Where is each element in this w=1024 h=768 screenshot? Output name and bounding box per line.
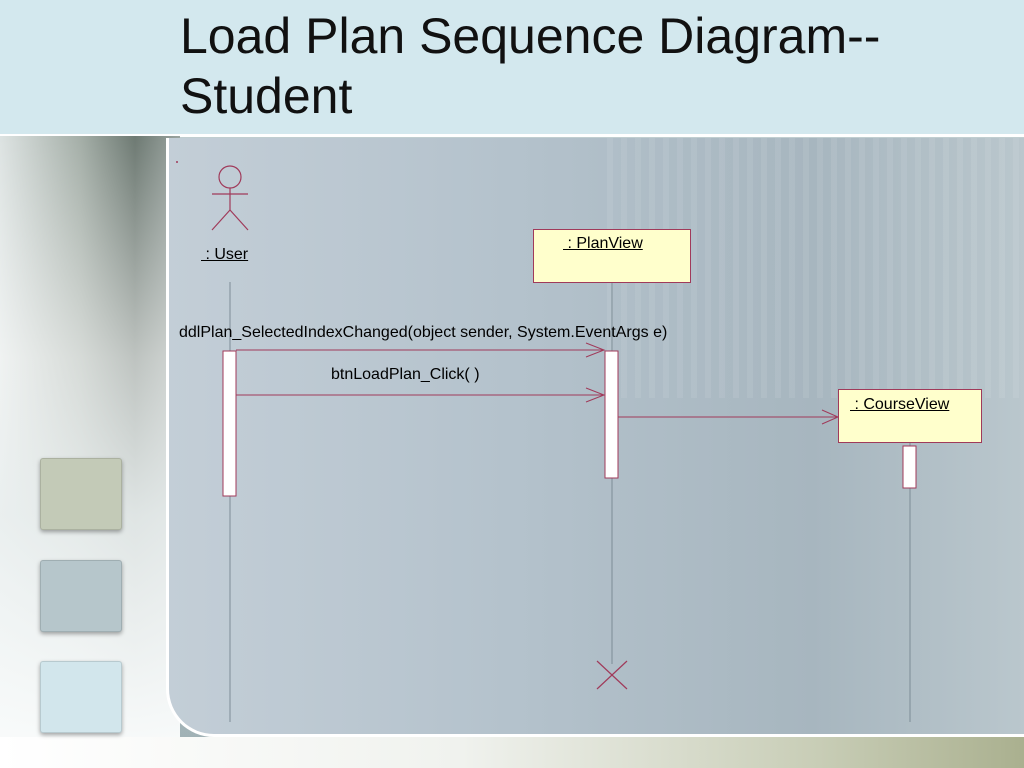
planview-activation-bar — [604, 350, 619, 479]
decor-square-2 — [40, 560, 122, 632]
decor-square-1 — [40, 458, 122, 530]
user-activation-bar — [222, 350, 237, 497]
planview-object-box — [533, 229, 691, 283]
message-2-label: btnLoadPlan_Click( ) — [331, 366, 480, 383]
message-2-arrow — [236, 387, 606, 403]
message-1-arrow — [236, 342, 606, 358]
create-courseview-arrow — [618, 409, 840, 425]
courseview-object-box — [838, 389, 982, 443]
courseview-activation-bar — [902, 445, 917, 489]
user-actor-label: : User — [201, 246, 249, 263]
stick-figure-icon — [211, 165, 249, 231]
courseview-object-label: : CourseView — [850, 396, 950, 413]
message-1-label: ddlPlan_SelectedIndexChanged(object send… — [179, 324, 668, 341]
planview-object-label: : PlanView — [563, 235, 643, 252]
bottom-strip — [0, 737, 1024, 768]
destroy-x-icon — [596, 660, 628, 690]
decor-square-3 — [40, 661, 122, 733]
title-band: Load Plan Sequence Diagram--Student — [0, 0, 1024, 137]
slide-title: Load Plan Sequence Diagram--Student — [180, 8, 881, 124]
dot-marker — [176, 161, 178, 163]
